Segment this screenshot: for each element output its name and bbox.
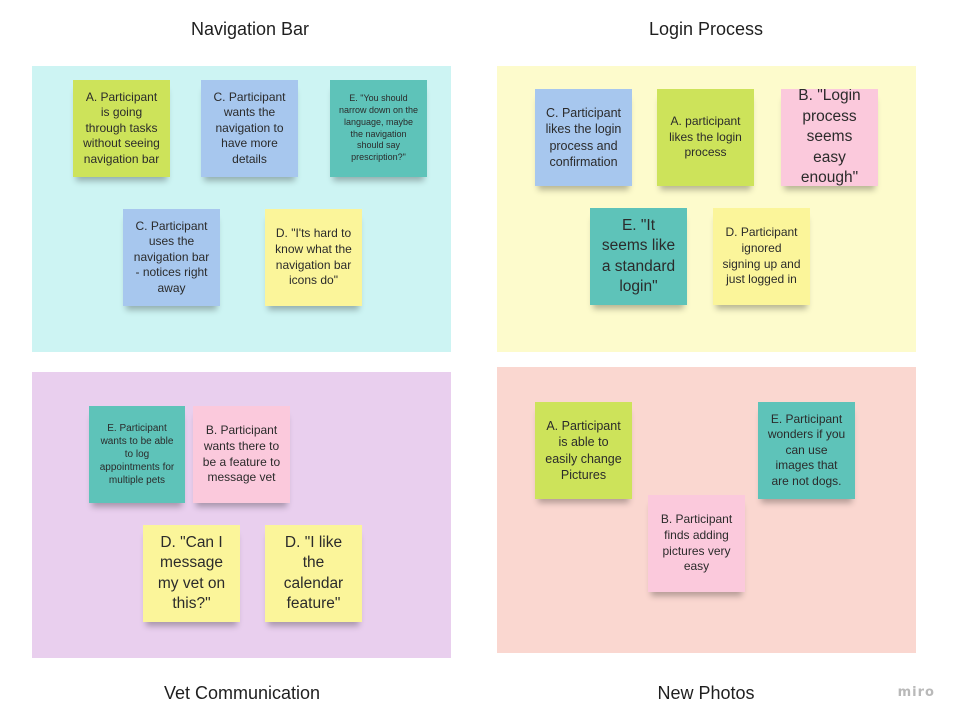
sticky-note[interactable]: D. "I like the calendar feature" <box>265 525 362 622</box>
sticky-note[interactable]: C. Participant wants the navigation to h… <box>201 80 298 177</box>
sticky-note-text: E. "It seems like a standard login" <box>601 216 676 295</box>
group-title-navigation-bar: Navigation Bar <box>190 19 310 39</box>
sticky-note-text: A. Participant is able to easily change … <box>545 419 622 482</box>
sticky-note-text: E. Participant wonders if you can use im… <box>767 411 846 488</box>
sticky-note[interactable]: C. Participant uses the navigation bar -… <box>123 209 220 306</box>
sticky-note-text: D. "Can I message my vet on this?" <box>157 533 226 612</box>
sticky-note-text: C. Participant likes the login process a… <box>545 106 622 169</box>
sticky-note-text: A. participant likes the login process <box>669 114 742 160</box>
sticky-note[interactable]: A. participant likes the login process <box>657 89 754 186</box>
miro-logo: miro <box>897 685 935 700</box>
sticky-note[interactable]: D. "Can I message my vet on this?" <box>143 525 240 622</box>
sticky-note[interactable]: D. "I'ts hard to know what the navigatio… <box>265 209 362 306</box>
sticky-note-text: C. Participant wants the navigation to h… <box>213 89 286 166</box>
sticky-note[interactable]: A. Participant is going through tasks wi… <box>73 80 170 177</box>
sticky-note-text: A. Participant is going through tasks wi… <box>83 89 160 166</box>
sticky-note[interactable]: B. "Login process seems easy enough" <box>781 89 878 186</box>
sticky-note[interactable]: B. Participant finds adding pictures ver… <box>648 495 745 592</box>
sticky-note-text: D. "I'ts hard to know what the navigatio… <box>275 226 352 288</box>
sticky-note[interactable]: E. "It seems like a standard login" <box>590 208 687 305</box>
sticky-note[interactable]: E. Participant wants to be able to log a… <box>89 406 185 503</box>
group-title-login-process: Login Process <box>648 19 764 39</box>
sticky-note-text: E. "You should narrow down on the langua… <box>338 93 419 162</box>
sticky-note[interactable]: E. Participant wonders if you can use im… <box>758 402 855 499</box>
sticky-note[interactable]: A. Participant is able to easily change … <box>535 402 632 499</box>
sticky-note[interactable]: B. Participant wants there to be a featu… <box>193 406 290 503</box>
sticky-note[interactable]: C. Participant likes the login process a… <box>535 89 632 186</box>
group-title-new-photos: New Photos <box>657 683 755 703</box>
sticky-note-text: D. Participant ignored signing up and ju… <box>722 225 801 287</box>
sticky-note-text: D. "I like the calendar feature" <box>283 533 344 612</box>
sticky-note-text: E. Participant wants to be able to log a… <box>99 423 175 486</box>
sticky-note-text: B. Participant wants there to be a featu… <box>202 423 281 485</box>
sticky-note[interactable]: E. "You should narrow down on the langua… <box>330 80 427 177</box>
sticky-note-text: B. Participant finds adding pictures ver… <box>660 512 733 574</box>
group-title-vet-communication: Vet Communication <box>163 683 321 703</box>
sticky-note[interactable]: D. Participant ignored signing up and ju… <box>713 208 810 305</box>
sticky-note-text: B. "Login process seems easy enough" <box>798 89 861 186</box>
sticky-note-text: C. Participant uses the navigation bar -… <box>133 218 210 295</box>
